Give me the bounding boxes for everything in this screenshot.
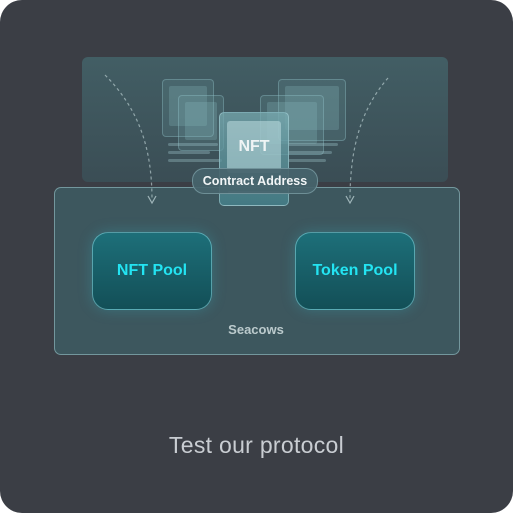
nft-pool-button[interactable]: NFT Pool bbox=[92, 232, 212, 310]
contract-backdrop bbox=[82, 57, 448, 182]
code-line bbox=[168, 159, 222, 162]
token-pool-button[interactable]: Token Pool bbox=[295, 232, 415, 310]
code-line bbox=[288, 159, 326, 162]
code-line bbox=[288, 143, 338, 146]
nft-label: NFT bbox=[227, 121, 281, 173]
arrowhead-left bbox=[147, 195, 157, 205]
arrow-left bbox=[104, 74, 153, 201]
code-line bbox=[168, 143, 218, 146]
caption-title: Test our protocol bbox=[168, 432, 345, 458]
arrow-right bbox=[349, 77, 389, 201]
container-label: Seacows bbox=[228, 322, 284, 337]
ghost-nft-card bbox=[162, 79, 214, 137]
code-line bbox=[168, 151, 210, 154]
ghost-nft-card bbox=[278, 79, 346, 141]
contract-address-badge: Contract Address bbox=[192, 168, 318, 194]
arrowhead-right bbox=[345, 195, 355, 205]
code-line bbox=[288, 151, 332, 154]
